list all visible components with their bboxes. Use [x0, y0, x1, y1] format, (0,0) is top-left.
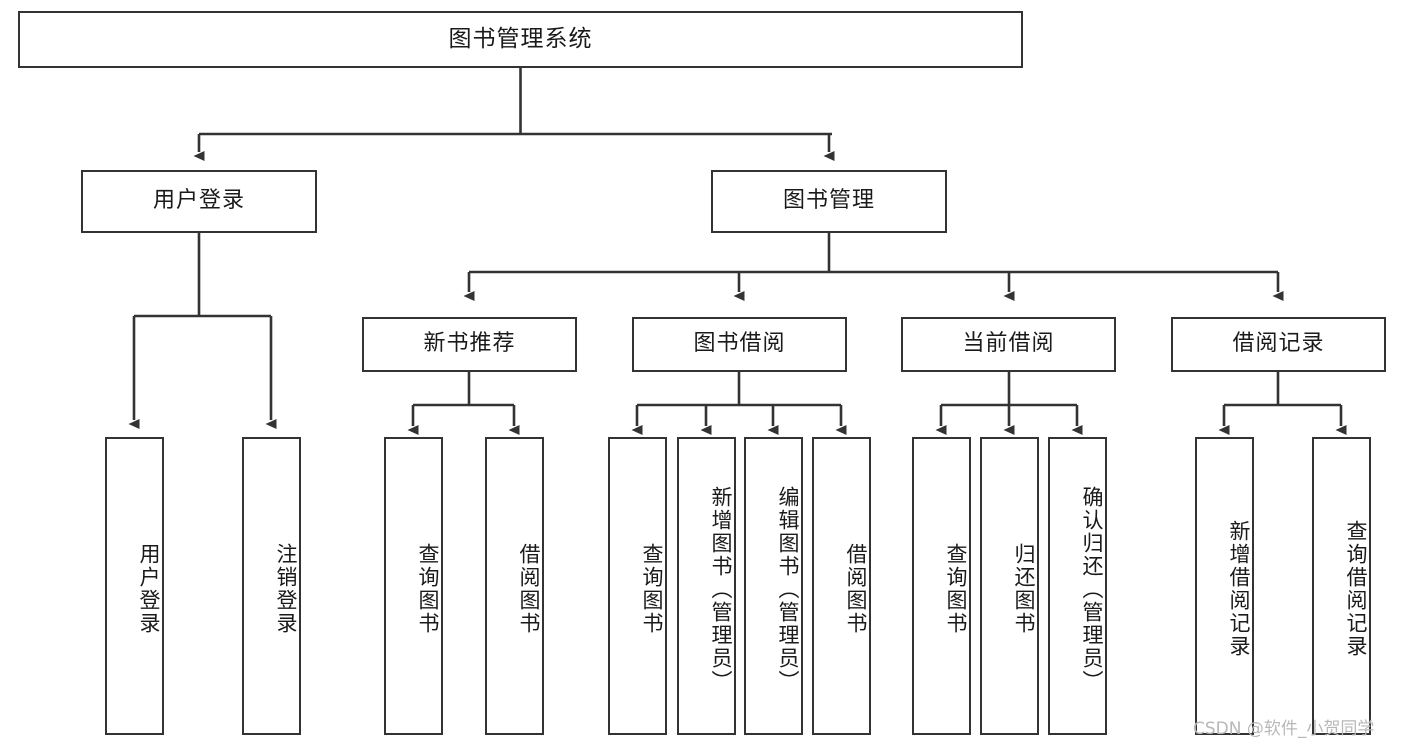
- node-borrow-record[interactable]: 借阅记录: [1171, 317, 1386, 372]
- csdn-watermark: CSDN @软件_小贺同学: [1193, 719, 1375, 739]
- node-leaf-edit-book-label: 编辑图书（管理员）: [776, 485, 800, 693]
- node-book-manage[interactable]: 图书管理: [711, 170, 947, 233]
- node-leaf-user-logout[interactable]: 注销登录: [242, 437, 301, 735]
- node-leaf-user-logout-label: 注销登录: [274, 543, 298, 635]
- node-root-label: 图书管理系统: [448, 25, 593, 52]
- node-leaf-return-book[interactable]: 归还图书: [980, 437, 1039, 735]
- node-user-login[interactable]: 用户登录: [81, 170, 317, 233]
- node-leaf-confirm-return[interactable]: 确认归还（管理员）: [1048, 437, 1107, 735]
- node-root[interactable]: 图书管理系统: [18, 11, 1023, 68]
- node-borrow-record-label: 借阅记录: [1232, 331, 1325, 357]
- node-leaf-query-book-2[interactable]: 查询图书: [608, 437, 667, 735]
- node-leaf-query-record-label: 查询借阅记录: [1344, 520, 1368, 658]
- node-new-book-recommend[interactable]: 新书推荐: [362, 317, 577, 372]
- node-leaf-add-book[interactable]: 新增图书（管理员）: [677, 437, 736, 735]
- node-leaf-edit-book[interactable]: 编辑图书（管理员）: [744, 437, 803, 735]
- node-leaf-query-book-3-label: 查询图书: [944, 543, 968, 635]
- node-leaf-add-record[interactable]: 新增借阅记录: [1195, 437, 1254, 735]
- node-leaf-user-login[interactable]: 用户登录: [105, 437, 164, 735]
- node-leaf-return-book-label: 归还图书: [1012, 543, 1036, 635]
- node-leaf-borrow-book-2-label: 借阅图书: [844, 543, 868, 635]
- node-leaf-query-book-2-label: 查询图书: [640, 543, 664, 635]
- node-leaf-query-book-3[interactable]: 查询图书: [912, 437, 971, 735]
- node-current-borrow-label: 当前借阅: [962, 331, 1055, 357]
- node-leaf-query-record[interactable]: 查询借阅记录: [1312, 437, 1371, 735]
- node-leaf-query-book-1[interactable]: 查询图书: [384, 437, 443, 735]
- node-new-book-recommend-label: 新书推荐: [423, 331, 516, 357]
- node-leaf-add-book-label: 新增图书（管理员）: [709, 485, 733, 693]
- node-leaf-borrow-book-1[interactable]: 借阅图书: [485, 437, 544, 735]
- node-book-borrow[interactable]: 图书借阅: [632, 317, 847, 372]
- node-leaf-user-login-label: 用户登录: [137, 543, 161, 635]
- node-leaf-borrow-book-2[interactable]: 借阅图书: [812, 437, 871, 735]
- node-leaf-borrow-book-1-label: 借阅图书: [517, 543, 541, 635]
- node-book-manage-label: 图书管理: [782, 188, 875, 214]
- node-leaf-query-book-1-label: 查询图书: [416, 543, 440, 635]
- node-book-borrow-label: 图书借阅: [693, 331, 786, 357]
- node-user-login-label: 用户登录: [152, 188, 245, 214]
- node-current-borrow[interactable]: 当前借阅: [901, 317, 1116, 372]
- node-leaf-add-record-label: 新增借阅记录: [1227, 520, 1251, 658]
- node-leaf-confirm-return-label: 确认归还（管理员）: [1080, 485, 1104, 693]
